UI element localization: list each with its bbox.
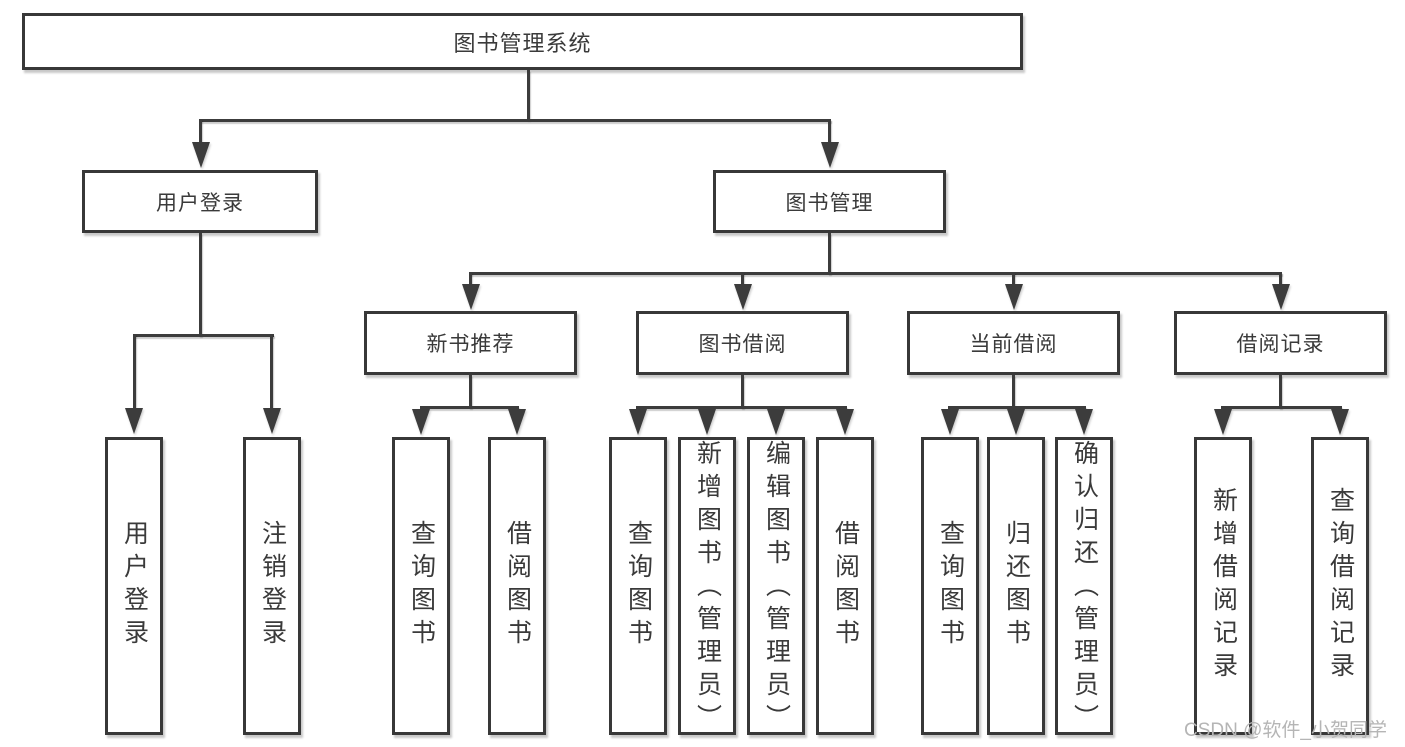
- node-leaf-query-borrow-record: 查询借阅记录: [1311, 437, 1369, 735]
- connector-stem-current-borrowing: [1012, 272, 1015, 286]
- arrowhead-b-borrow-books: [836, 409, 854, 435]
- node-leaf-borrow-books-borrowing: 借阅图书: [816, 437, 874, 735]
- node-leaf-query-books-current: 查询图书: [921, 437, 979, 735]
- arrowhead-c-query-books: [941, 409, 959, 435]
- connector-group-b-trunk: [741, 375, 744, 408]
- node-leaf-user-login: 用户登录: [105, 437, 163, 735]
- connector-stem-book-borrowing: [741, 272, 744, 286]
- connector-stem-user-login: [199, 119, 202, 143]
- connector-root-trunk: [527, 70, 530, 120]
- node-leaf-borrow-books-recommend: 借阅图书: [488, 437, 546, 735]
- node-book-borrowing: 图书借阅: [636, 311, 849, 375]
- connector-group-d-trunk: [1279, 375, 1282, 408]
- node-leaf-add-books-admin: 新增图书（管理员）: [678, 437, 736, 737]
- arrowhead-a-borrow-books: [508, 409, 526, 435]
- node-leaf-query-books-recommend: 查询图书: [392, 437, 450, 735]
- connector-stem-book-management: [828, 119, 831, 143]
- connector-group-b-bar: [636, 406, 847, 409]
- node-book-management: 图书管理: [713, 170, 946, 233]
- connector-stem-leaf-logout: [270, 334, 273, 410]
- arrowhead-d-query-record: [1331, 409, 1349, 435]
- arrowhead-a-query-books: [412, 409, 430, 435]
- connector-stem-new-book: [469, 272, 472, 286]
- node-borrowing-records: 借阅记录: [1174, 311, 1387, 375]
- arrowhead-b-edit-books: [767, 409, 785, 435]
- arrowhead-leaf-logout: [263, 408, 281, 434]
- connector-user-login-trunk: [199, 233, 202, 336]
- csdn-watermark: CSDN @软件_小贺同学: [1184, 720, 1387, 741]
- connector-book-management-trunk: [828, 233, 831, 274]
- arrowhead-b-add-books: [698, 409, 716, 435]
- arrowhead-new-book: [462, 284, 480, 310]
- node-new-book-recommendation: 新书推荐: [364, 311, 577, 375]
- arrowhead-b-query-books: [629, 409, 647, 435]
- node-leaf-edit-books-admin: 编辑图书（管理员）: [747, 437, 805, 737]
- arrowhead-user-login: [192, 142, 210, 168]
- node-user-login: 用户登录: [82, 170, 318, 233]
- arrowhead-c-return-books: [1007, 409, 1025, 435]
- node-leaf-logout: 注销登录: [243, 437, 301, 735]
- connector-group-d-bar: [1221, 406, 1342, 409]
- arrowhead-d-add-record: [1214, 409, 1232, 435]
- connector-group-a-trunk: [469, 375, 472, 408]
- arrowhead-c-confirm-return: [1075, 409, 1093, 435]
- node-leaf-return-books: 归还图书: [987, 437, 1045, 735]
- arrowhead-book-management: [821, 142, 839, 168]
- arrowhead-book-borrowing: [734, 284, 752, 310]
- connector-group-c-bar: [948, 406, 1086, 409]
- arrowhead-current-borrowing: [1005, 284, 1023, 310]
- node-library-management-system: 图书管理系统: [22, 13, 1023, 70]
- connector-stem-leaf-user-login: [133, 334, 136, 410]
- arrowhead-borrowing-records: [1272, 284, 1290, 310]
- node-current-borrowing: 当前借阅: [907, 311, 1120, 375]
- connector-group-c-trunk: [1012, 375, 1015, 408]
- connector-stem-borrowing-records: [1279, 272, 1282, 286]
- connector-user-login-bar: [133, 334, 274, 337]
- node-leaf-confirm-return-admin: 确认归还（管理员）: [1055, 437, 1113, 737]
- connector-group-a-bar: [420, 406, 519, 409]
- node-leaf-query-books-borrowing: 查询图书: [609, 437, 667, 735]
- node-leaf-add-borrow-record: 新增借阅记录: [1194, 437, 1252, 735]
- connector-level3-bar: [469, 272, 1282, 275]
- arrowhead-leaf-user-login: [125, 408, 143, 434]
- connector-level2-bar: [199, 119, 831, 122]
